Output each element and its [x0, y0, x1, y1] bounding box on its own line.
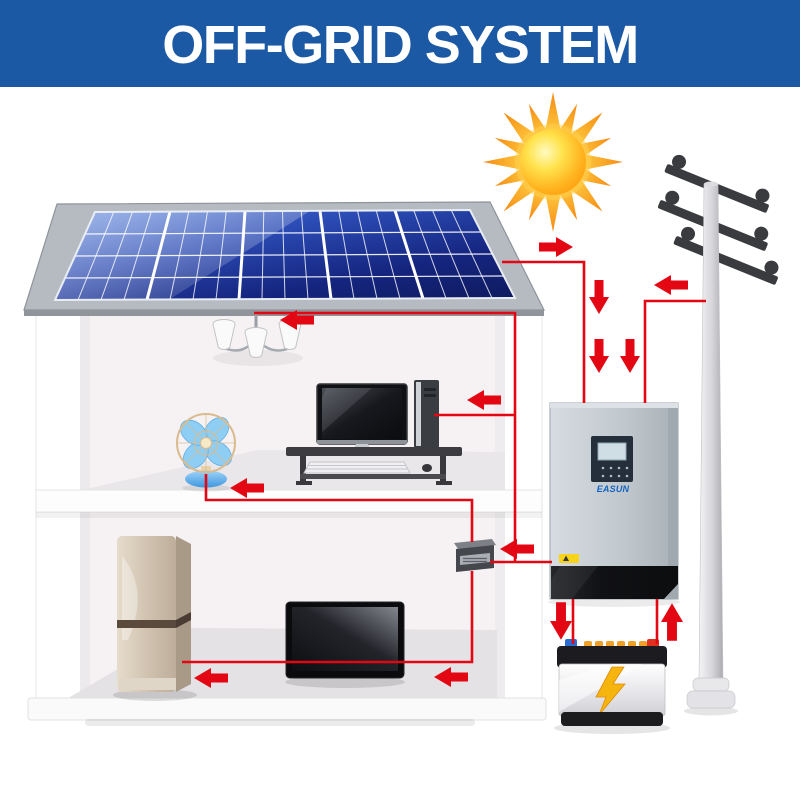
- inverter-warning-label: [559, 554, 579, 563]
- flow-arrow-down: [589, 339, 609, 373]
- pole-cap: [704, 181, 718, 187]
- fridge-front: [117, 536, 176, 692]
- pole-shadow: [684, 706, 738, 716]
- pole-crossarm: [673, 226, 779, 285]
- battery: [554, 639, 670, 734]
- wire-riser-and-ceiling: [254, 311, 517, 562]
- desk-shelf: [300, 474, 446, 479]
- fridge-handle: [117, 620, 176, 628]
- flow-arrow-left: [654, 275, 688, 295]
- pole-base-flare: [686, 690, 736, 709]
- television: [285, 601, 405, 688]
- wire-to-fan: [204, 474, 474, 542]
- wire-pole-to-inverter: [643, 299, 706, 403]
- fan-hub: [200, 437, 212, 449]
- sun-core: [520, 129, 586, 195]
- desk-leg: [440, 456, 446, 483]
- wiring: [182, 260, 706, 664]
- fridge-base: [119, 678, 176, 690]
- mouse: [422, 464, 432, 472]
- flow-arrow-down: [620, 339, 640, 373]
- fridge-side: [176, 536, 191, 692]
- desk-top: [286, 447, 462, 456]
- flow-arrow-down: [550, 602, 572, 640]
- battery-bottom: [561, 712, 663, 726]
- battery-top: [557, 646, 667, 668]
- solar-panel-grid: [64, 209, 504, 301]
- inverter-lcd: [597, 442, 627, 461]
- inverter-buttons: [601, 466, 629, 478]
- slab-shadow: [36, 512, 542, 518]
- wire-panel-to-inverter: [502, 260, 586, 403]
- desk-leg: [300, 456, 306, 483]
- solar-panel-border: [53, 208, 517, 302]
- lamp-shades: [212, 319, 302, 358]
- pole-base-collar: [692, 677, 730, 692]
- flow-arrow-down: [589, 280, 609, 314]
- house-ground-shadow: [85, 719, 475, 726]
- junction-box-top: [454, 539, 496, 549]
- pole-crossarm: [664, 154, 770, 213]
- monitor-screen: [322, 388, 402, 439]
- sun: [483, 92, 623, 232]
- utility-pole: [657, 154, 779, 716]
- flow-arrow-up: [661, 603, 683, 641]
- fan-blades: [180, 417, 232, 469]
- battery-lightning-bolt: [595, 666, 626, 716]
- page-title: OFF-GRID SYSTEM: [162, 15, 638, 75]
- keyboard: [303, 461, 411, 474]
- tv-screen: [292, 607, 398, 671]
- inverter-brand-logo: EASUN: [597, 484, 630, 494]
- inverter-heatsink: [551, 566, 678, 599]
- header-background: [0, 0, 800, 87]
- bottom-slab: [27, 697, 547, 721]
- header-banner: OFF-GRID SYSTEM: [0, 0, 800, 87]
- ceiling-lamp: [212, 312, 303, 366]
- wall-junction-box: [454, 539, 496, 572]
- flow-arrow-right: [539, 237, 573, 257]
- inverter-side-edge: [668, 403, 678, 599]
- solar-panel-array: [53, 208, 517, 302]
- refrigerator: [113, 536, 197, 701]
- wire-to-fridge-tv: [182, 571, 474, 664]
- solar-inverter: EASUN: [548, 402, 680, 607]
- desktop-computer: [286, 380, 462, 485]
